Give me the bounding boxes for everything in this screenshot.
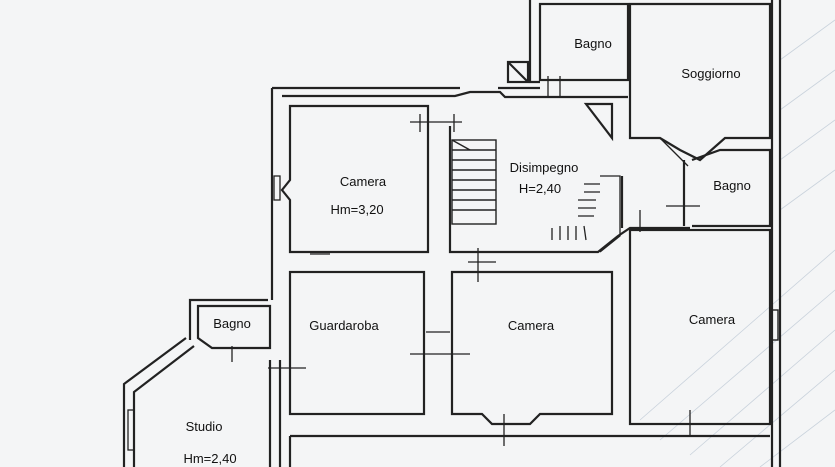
label-camera-left: Camera	[340, 174, 387, 189]
label-camera-center: Camera	[508, 318, 555, 333]
outer-wall	[188, 0, 782, 467]
shaft	[506, 60, 530, 84]
room-bagno-top-walls	[538, 2, 630, 82]
room-camera-left-walls	[280, 104, 430, 254]
label-bagno-left: Bagno	[213, 316, 251, 331]
corner-niche	[583, 102, 614, 142]
background-hatching	[639, 19, 835, 467]
room-bagno-left-walls	[196, 304, 272, 350]
label-bagno-top: Bagno	[574, 36, 612, 51]
label-camera-right: Camera	[689, 312, 736, 327]
label-camera-left-height: Hm=3,20	[330, 202, 383, 217]
label-studio: Studio	[186, 419, 223, 434]
label-guardaroba: Guardaroba	[309, 318, 379, 333]
label-soggiorno: Soggiorno	[681, 66, 740, 81]
label-disimpegno: Disimpegno	[510, 160, 579, 175]
inner-wall	[282, 90, 628, 99]
room-guardaroba-walls	[288, 270, 426, 416]
room-labels: Bagno Soggiorno Camera Hm=3,20 Disimpegn…	[183, 36, 750, 466]
label-bagno-right: Bagno	[713, 178, 751, 193]
spiral-steps	[551, 175, 621, 253]
room-camera-center-walls	[450, 270, 614, 426]
label-studio-height: Hm=2,40	[183, 451, 236, 466]
walls	[122, 0, 782, 467]
room-camera-right-walls	[628, 228, 772, 426]
door-marks	[127, 76, 700, 451]
room-soggiorno-walls	[628, 2, 772, 162]
room-bagno-right-walls	[691, 148, 772, 228]
stairs	[451, 139, 497, 225]
label-disimpegno-height: H=2,40	[519, 181, 561, 196]
